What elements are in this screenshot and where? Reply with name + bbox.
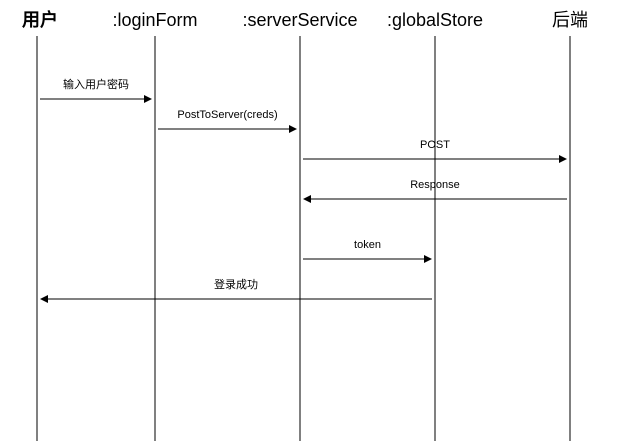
message-label: 输入用户密码 [63,77,129,91]
participant-globalStore: :globalStore [387,10,483,441]
participant-label-backend: 后端 [552,10,588,30]
message-label: token [354,239,381,251]
message-label: PostToServer(creds) [177,109,277,121]
participant-backend: 后端 [552,10,588,441]
participant-serverService: :serverService [242,10,358,441]
message-label: 登录成功 [214,277,258,291]
message-1: PostToServer(creds) [158,109,297,133]
participant-user: 用户 [22,9,58,441]
participant-label-serverService: :serverService [242,10,357,30]
participant-label-loginForm: :loginForm [112,10,197,30]
participant-label-globalStore: :globalStore [387,10,483,30]
participants: 用户 :loginForm :serverService :globalStore 后端 [22,9,588,441]
message-3: Response [303,179,567,203]
message-label: Response [410,179,460,191]
message-4: token [303,239,432,263]
message-0: 输入用户密码 [40,77,152,103]
message-label: POST [420,139,450,151]
message-5: 登录成功 [40,277,432,303]
participant-label-user: 用户 [22,9,58,30]
message-2: POST [303,139,567,163]
participant-loginForm: :loginForm [112,10,198,441]
messages: 输入用户密码 PostToServer(creds) POST Response tok… [40,77,567,303]
